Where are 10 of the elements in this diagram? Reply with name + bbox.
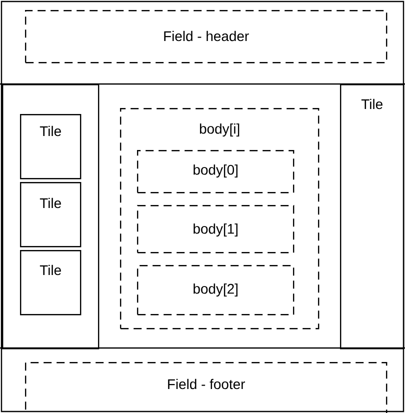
field-box: Field - header	[25, 10, 388, 64]
tile-box: Tile	[20, 250, 82, 316]
column-box: Tile	[340, 84, 404, 350]
field-box: body[1]	[137, 205, 294, 254]
field-box: Field - footer	[25, 362, 388, 413]
column-box	[2, 84, 100, 350]
tile-box: Tile	[20, 114, 82, 180]
field-box: body[2]	[137, 265, 294, 316]
tile-box: Tile	[20, 182, 82, 248]
field-box: body[0]	[137, 150, 294, 194]
